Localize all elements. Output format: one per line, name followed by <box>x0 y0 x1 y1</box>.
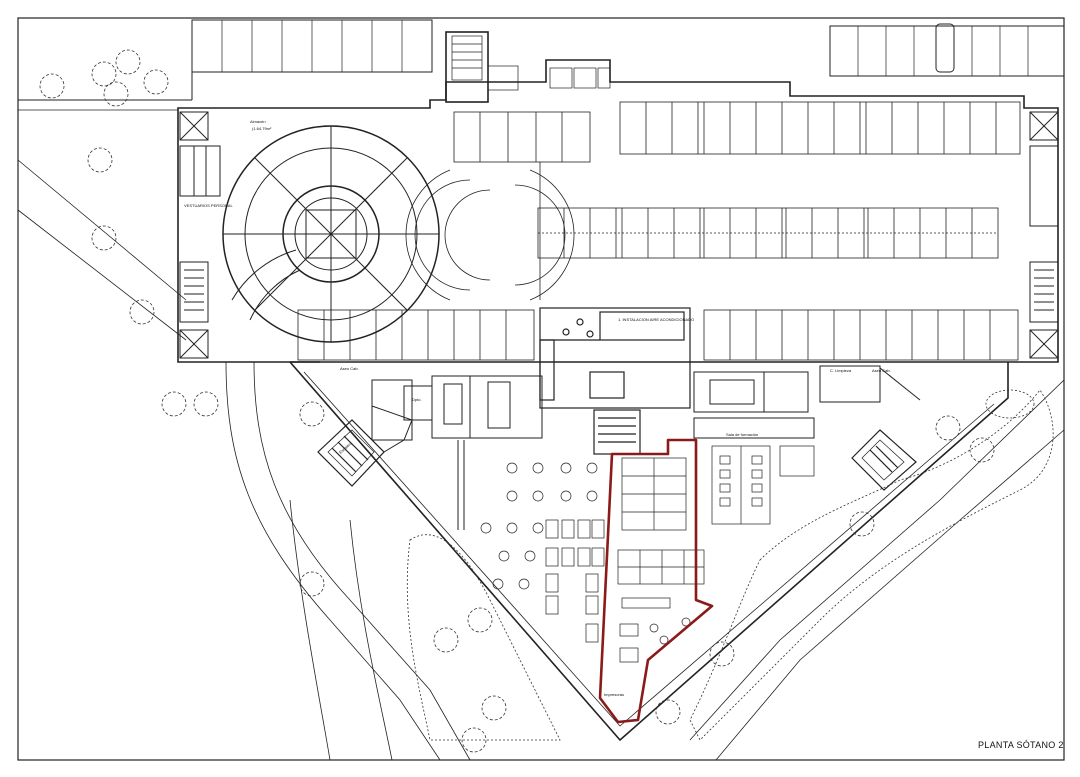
label-almacen: Almacén <box>250 119 266 124</box>
label-aseo-right: Aseo Cab. <box>872 368 891 373</box>
label-limpieza: C. Limpieza <box>830 368 852 373</box>
circular-ramp <box>222 125 440 343</box>
label-dpto: Dpto. <box>412 397 422 402</box>
parking-bottom-row <box>297 309 1019 361</box>
left-office-rooms <box>371 375 543 530</box>
highlighted-desk-blocks <box>617 457 705 663</box>
sheet-border <box>17 17 1065 761</box>
right-stair-tower <box>851 429 917 491</box>
desk-rows <box>545 519 605 643</box>
sheet-title: PLANTA SÓTANO 2 <box>978 740 1064 750</box>
service-cores <box>179 111 1059 359</box>
label-impresoras: Impresoras <box>604 692 625 697</box>
label-almacen-area: (1.64,79m² <box>252 126 272 131</box>
label-vestuarios: VESTUARIOS PERSONAL <box>184 203 233 208</box>
triangular-office-wing <box>289 361 1009 742</box>
landscaping-trees <box>39 49 1054 753</box>
highlighted-office-area <box>598 438 714 724</box>
car-icon <box>935 23 955 73</box>
site-paths <box>17 109 1065 761</box>
label-sala-formacion: Sala de formación <box>726 432 759 437</box>
central-core <box>539 307 691 455</box>
parking-top-row <box>453 101 1021 163</box>
label-instalacion: 1. INSTALACION AIRE ACONDICIONADO <box>618 317 695 322</box>
label-aseo-left: Aseo Cab. <box>340 366 359 371</box>
round-table-cluster <box>480 462 598 590</box>
turning-arcs <box>405 162 575 301</box>
left-stair-tower <box>317 405 413 487</box>
parking-middle-row <box>537 207 999 259</box>
right-office-rooms <box>693 365 921 439</box>
open-plan-furniture <box>480 445 815 643</box>
top-parking-strip <box>18 19 1065 101</box>
